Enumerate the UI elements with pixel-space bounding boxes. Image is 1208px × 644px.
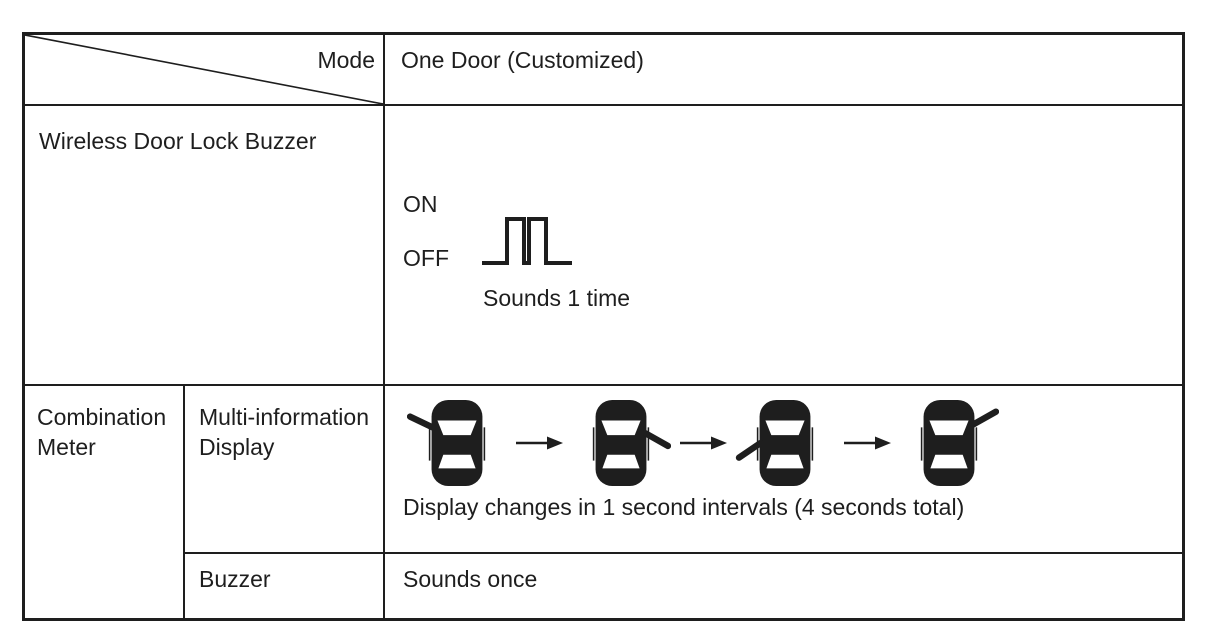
car-top-view-rear-left-door-open-icon xyxy=(735,399,814,487)
combination-meter-label: Combination Meter xyxy=(37,404,167,460)
car-top-view-front-left-door-open-icon xyxy=(407,399,486,487)
waveform-off-label: OFF xyxy=(403,245,449,271)
diagonal-divider xyxy=(25,35,383,104)
arrow-right-icon xyxy=(680,436,727,450)
open-door-flap xyxy=(970,408,999,428)
mode-corner-label: Mode xyxy=(313,47,375,73)
open-door-flap xyxy=(735,439,764,461)
waveform-on-label: ON xyxy=(403,191,438,217)
open-door-flap xyxy=(407,413,436,431)
buzzer-label: Buzzer xyxy=(199,566,271,592)
customization-table: Mode One Door (Customized) Wireless Door… xyxy=(22,32,1185,621)
mode-value: One Door (Customized) xyxy=(401,47,644,73)
multi-information-display-label-cell: Multi-information Display xyxy=(185,386,385,554)
buzzer-value: Sounds once xyxy=(403,566,538,592)
mode-value-cell: One Door (Customized) xyxy=(385,35,1182,106)
buzzer-value-cell: Sounds once xyxy=(385,554,1182,618)
header-corner-cell: Mode xyxy=(25,35,385,106)
arrow-right-icon xyxy=(516,436,563,450)
car-top-view-rear-right-door-open-icon xyxy=(920,399,999,487)
multi-information-display-label: Multi-information Display xyxy=(199,404,369,460)
buzzer-label-cell: Buzzer xyxy=(185,554,385,618)
wireless-door-lock-buzzer-label-cell: Wireless Door Lock Buzzer xyxy=(25,106,385,386)
car-sequence-caption: Display changes in 1 second intervals (4… xyxy=(403,494,965,520)
waveform-caption: Sounds 1 time xyxy=(483,285,631,311)
wireless-door-lock-buzzer-label: Wireless Door Lock Buzzer xyxy=(39,128,317,154)
car-top-view-front-right-door-open-icon xyxy=(592,399,671,487)
combination-meter-label-cell: Combination Meter xyxy=(25,386,185,618)
open-door-flap xyxy=(642,430,671,450)
door-open-display-cell: Display changes in 1 second intervals (4… xyxy=(385,386,1182,554)
buzzer-waveform-cell: ON OFF Sounds 1 time xyxy=(385,106,1182,386)
pulse-waveform-icon xyxy=(482,217,572,265)
buzzer-waveform: ON OFF xyxy=(403,191,663,273)
car-display-sequence xyxy=(407,398,1182,488)
arrow-right-icon xyxy=(844,436,891,450)
